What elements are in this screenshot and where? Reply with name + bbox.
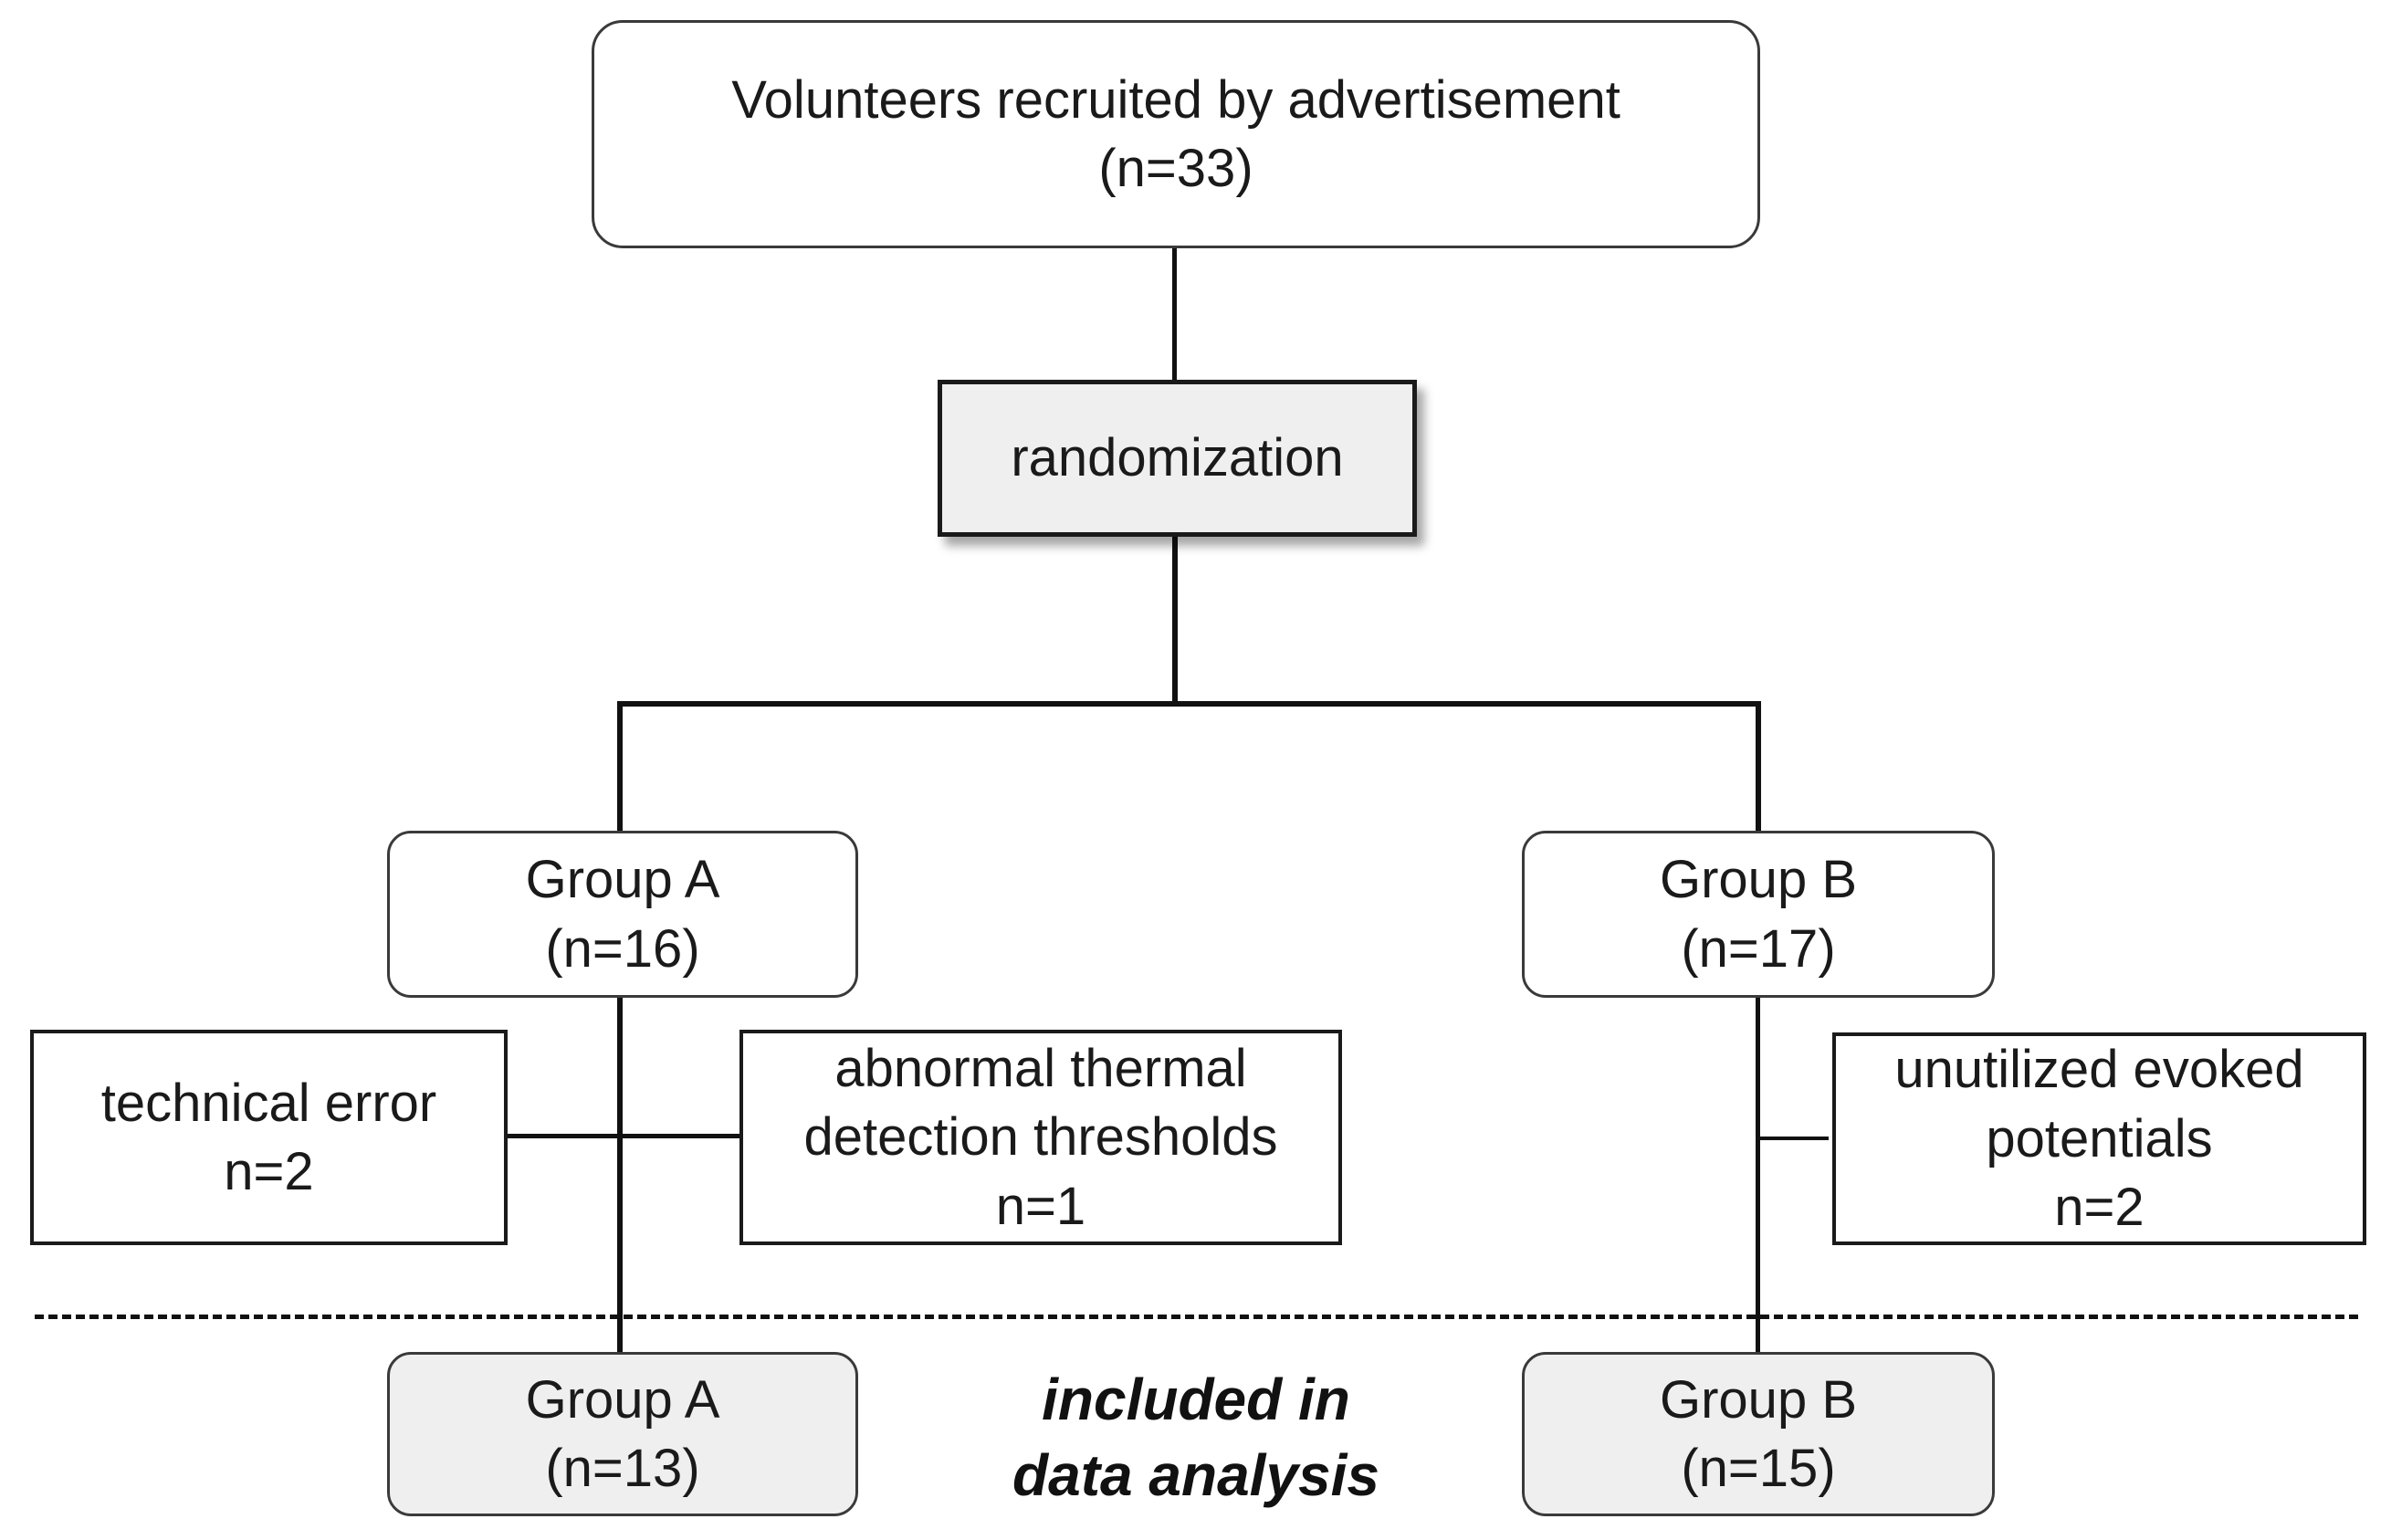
connector-randomization-down	[1172, 537, 1178, 703]
connector-exclusion-b	[1756, 1137, 1829, 1140]
connector-group-a-down	[617, 998, 623, 1352]
final-group-a-title: Group A	[525, 1369, 720, 1430]
recruitment-label: Volunteers recruited by advertisement	[731, 69, 1620, 130]
connector-exclusion-a	[505, 1134, 742, 1138]
exclusion-technical-error-label: technical error	[100, 1073, 437, 1133]
exclusion-technical-error-box: technical error n=2	[30, 1030, 508, 1245]
exclusion-thermal-count: n=1	[995, 1176, 1086, 1236]
final-group-a-count: (n=13)	[545, 1439, 700, 1498]
final-group-b-count: (n=15)	[1681, 1439, 1836, 1498]
included-in-analysis-label: included in data analysis	[949, 1362, 1442, 1514]
group-b-title: Group B	[1660, 850, 1857, 910]
group-a-count: (n=16)	[545, 918, 700, 979]
recruitment-box: Volunteers recruited by advertisement (n…	[592, 20, 1760, 248]
exclusion-unutilized-label-line2: potentials	[1986, 1108, 2213, 1168]
exclusion-unutilized-label-line1: unutilized evoked	[1894, 1040, 2304, 1100]
group-a-box: Group A (n=16)	[387, 831, 858, 998]
connector-horizontal-split	[617, 701, 1761, 707]
exclusion-unutilized-count: n=2	[2054, 1178, 2145, 1238]
included-in-analysis-line1: included in	[1042, 1367, 1350, 1432]
included-in-analysis-line2: data analysis	[1012, 1442, 1379, 1509]
exclusion-unutilized-potentials-box: unutilized evoked potentials n=2	[1832, 1032, 2366, 1245]
group-a-title: Group A	[525, 850, 720, 910]
group-b-count: (n=17)	[1681, 918, 1836, 979]
exclusion-thermal-thresholds-box: abnormal thermal detection thresholds n=…	[739, 1030, 1342, 1245]
final-group-b-title: Group B	[1660, 1369, 1857, 1430]
exclusion-thermal-label-line2: detection thresholds	[803, 1107, 1278, 1168]
connector-to-group-b	[1756, 701, 1761, 831]
connector-top-to-randomization	[1172, 248, 1177, 380]
exclusion-technical-error-count: n=2	[224, 1142, 314, 1201]
randomization-label: randomization	[1011, 428, 1344, 488]
exclusion-thermal-label-line1: abnormal thermal	[834, 1038, 1247, 1098]
connector-group-b-down	[1756, 998, 1760, 1352]
analysis-separator-dashed-line	[35, 1315, 2358, 1319]
final-group-a-box: Group A (n=13)	[387, 1352, 858, 1516]
randomization-box: randomization	[938, 380, 1417, 537]
recruitment-count: (n=33)	[1098, 139, 1253, 198]
final-group-b-box: Group B (n=15)	[1522, 1352, 1995, 1516]
group-b-box: Group B (n=17)	[1522, 831, 1995, 998]
connector-to-group-a	[617, 701, 623, 831]
